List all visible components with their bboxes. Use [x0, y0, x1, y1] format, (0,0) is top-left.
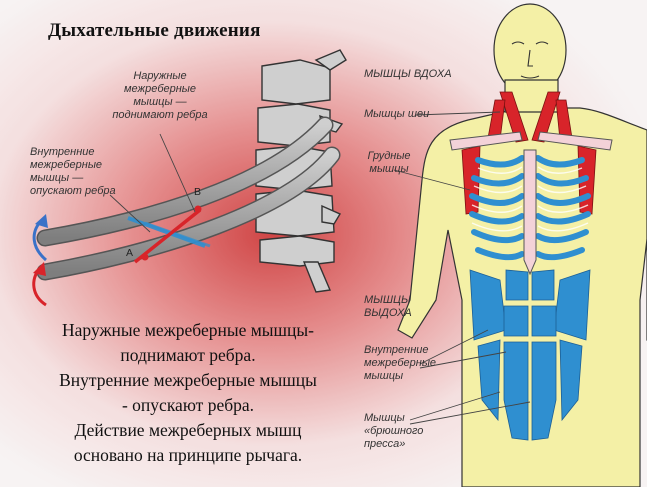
ribs: [36, 116, 341, 281]
neck-muscles-label: Мышцы шеи: [364, 108, 430, 120]
caption-text: Наружные межреберные мышцы- поднимают ре…: [59, 320, 317, 465]
clavicles: [449, 131, 613, 151]
internal-intercostal-right-label: Внутренние межреберные мышцы: [364, 344, 437, 382]
chest-muscles-label: Грудные мышцы: [367, 150, 411, 175]
external-intercostal-label: Наружные межреберные мышцы — поднимают р…: [112, 70, 208, 121]
page-title: Дыхательные движения: [48, 20, 261, 41]
abdominal-muscles: [469, 269, 591, 441]
neck-muscles: [487, 91, 573, 143]
point-b-label: B: [194, 186, 202, 198]
intercostal-muscle-lines: [127, 205, 211, 264]
motion-arrows: [32, 214, 48, 307]
exhale-muscles-header: МЫШЦЫ ВЫДОХА: [364, 294, 412, 319]
leader-lines-left: [109, 133, 196, 233]
internal-intercostal-label: Внутренние межреберные мышцы — опускают …: [30, 146, 116, 197]
face-features: [511, 41, 549, 79]
leader-lines-right: [393, 111, 531, 425]
point-a-label: A: [126, 247, 134, 259]
rib-cage: [469, 149, 591, 276]
abdominal-muscles-label: Мышцы «брюшного пресса»: [364, 412, 424, 450]
inhale-muscles-header: МЫШЦЫ ВДОХА: [364, 68, 452, 80]
